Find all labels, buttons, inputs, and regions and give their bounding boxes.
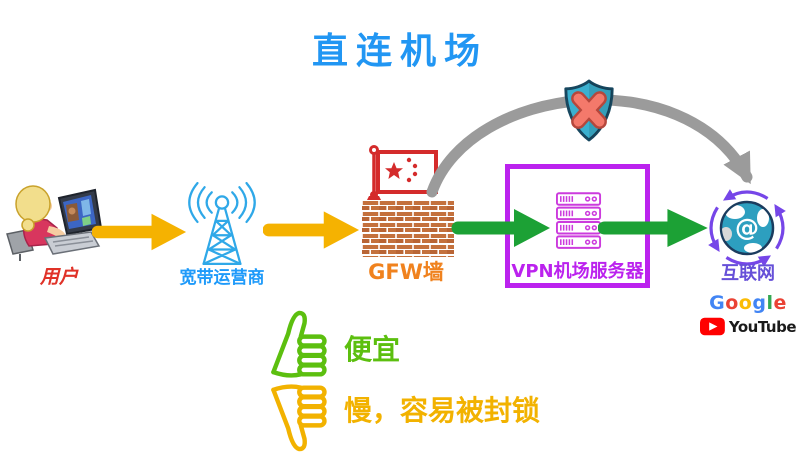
globe-cycle-icon: @ xyxy=(708,189,786,267)
isp-label: 宽带运营商 xyxy=(179,268,265,288)
youtube-logo: YouTube xyxy=(700,317,797,336)
con-label: 慢，容易被封锁 xyxy=(344,394,541,427)
pro-label: 便宜 xyxy=(344,333,401,366)
youtube-play-icon xyxy=(700,317,725,336)
thumbs-down-icon xyxy=(271,384,327,452)
arrow-vpn-to-internet xyxy=(598,209,708,247)
svg-text:@: @ xyxy=(735,214,759,242)
internet-label: 互联网 xyxy=(721,263,775,284)
google-logo: Google xyxy=(709,292,787,314)
shield-x-blocked-icon xyxy=(564,79,614,142)
thumbs-up-icon xyxy=(271,310,327,378)
radio-tower-icon xyxy=(188,182,256,265)
great-firewall-brick-wall-icon xyxy=(362,145,454,257)
arrow-user-to-isp xyxy=(92,213,187,251)
arrow-isp-to-gfw xyxy=(263,211,360,249)
gfw-label: GFW墙 xyxy=(368,260,444,284)
user-at-laptop-icon xyxy=(6,185,103,261)
vpn-label: VPN机场服务器 xyxy=(511,261,644,282)
youtube-label: YouTube xyxy=(728,317,797,336)
server-rack-icon xyxy=(556,192,602,249)
page-title: 直连机场 xyxy=(311,31,488,72)
user-label: 用户 xyxy=(39,266,78,288)
arrow-gfw-to-vpn xyxy=(451,209,550,247)
